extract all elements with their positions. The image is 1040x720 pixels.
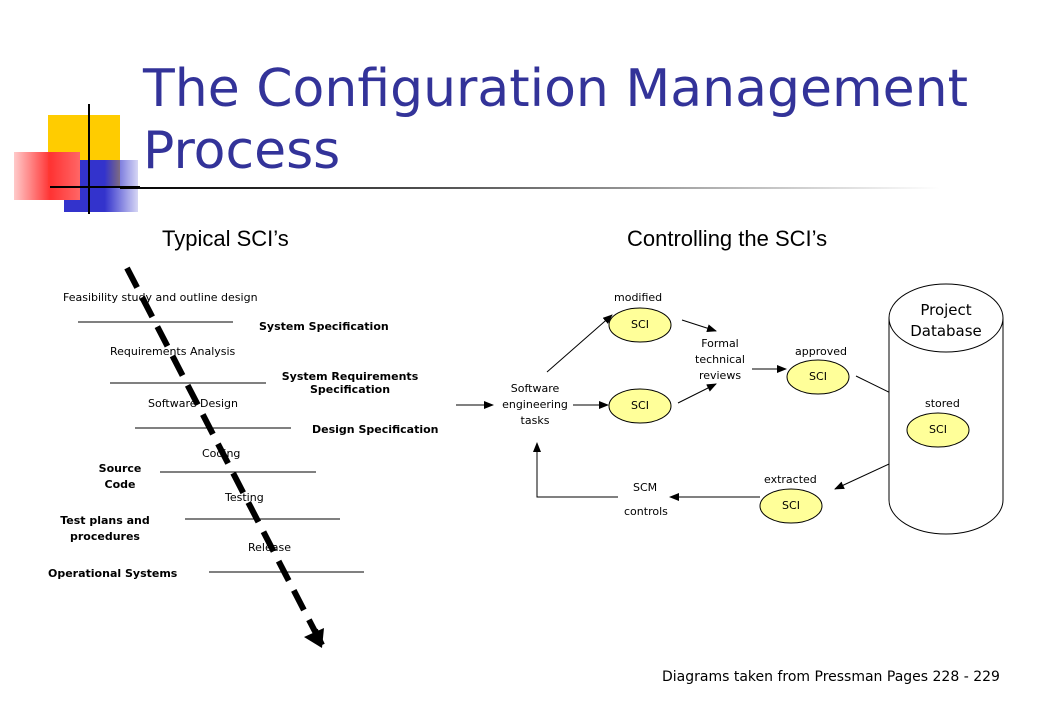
phase-feasibility: Feasibility study and outline design — [63, 291, 258, 304]
sci-operational-systems: Operational Systems — [48, 567, 178, 580]
arrow-scm-to-tasks — [533, 442, 618, 498]
arrow-sci-to-ftr-2 — [677, 383, 717, 404]
phase-design: Software Design — [148, 397, 238, 410]
sci-label-modified: SCI — [631, 318, 649, 331]
decor-red-square — [14, 152, 80, 200]
db-label-line2: Database — [910, 322, 982, 340]
se-tasks-line1: Software — [510, 382, 560, 395]
sci-system-requirements-line1: System Requirements — [281, 370, 419, 383]
label-modified: modified — [614, 291, 663, 304]
ftr-line1: Formal — [701, 337, 739, 350]
sci-source-code-line2: Code — [104, 478, 136, 491]
sci-design-specification: Design Specification — [312, 423, 439, 436]
se-tasks-line3: tasks — [520, 414, 550, 427]
label-approved: approved — [795, 345, 847, 358]
title-underline — [120, 187, 940, 189]
decor-vertical-line — [88, 104, 90, 214]
db-label-line1: Project — [920, 301, 972, 319]
decor-horizontal-line — [50, 186, 140, 188]
label-stored: stored — [925, 397, 960, 410]
left-heading: Typical SCI’s — [162, 226, 289, 251]
sci-system-specification: System Specification — [259, 320, 389, 333]
sci-source-code-line1: Source — [98, 462, 142, 475]
arrow-tasks-to-modified — [546, 314, 613, 373]
right-heading: Controlling the SCI’s — [627, 226, 828, 251]
project-database-label: Project Database — [889, 300, 1003, 342]
sci-stored-node — [906, 412, 970, 448]
arrow-sci-to-ftr — [681, 319, 717, 333]
sci-modified-node — [608, 307, 672, 343]
ftr-line3: reviews — [698, 369, 742, 382]
sci-label-approved: SCI — [809, 370, 827, 383]
label-scm: SCM — [633, 481, 658, 494]
sci-test-plans-line2: procedures — [70, 530, 140, 543]
phase-testing: Testing — [225, 491, 264, 504]
sci-approved-node — [786, 359, 850, 395]
sci-source-code: Source Code — [85, 462, 155, 491]
phase-requirements: Requirements Analysis — [110, 345, 236, 358]
sci-test-plans-line1: Test plans and — [60, 514, 150, 527]
label-extracted: extracted — [764, 473, 817, 486]
formal-technical-reviews: Formal technical reviews — [680, 336, 760, 384]
slide-title: The Configuration Management Process — [143, 59, 968, 181]
sci-label-stored: SCI — [929, 423, 947, 436]
waterfall-diagonal — [124, 266, 325, 648]
sci-label: SCI — [631, 399, 649, 412]
sci-label-extracted: SCI — [782, 499, 800, 512]
phase-lines — [78, 321, 364, 573]
ftr-line2: technical — [695, 353, 745, 366]
sci-node — [608, 388, 672, 424]
sci-system-requirements-spec: System Requirements Specification — [270, 370, 430, 396]
se-tasks-line2: engineering — [502, 398, 568, 411]
phase-release: Release — [248, 541, 291, 554]
footer-citation: Diagrams taken from Pressman Pages 228 -… — [662, 669, 1000, 685]
phase-coding: Coding — [202, 447, 241, 460]
sci-extracted-node — [759, 488, 823, 524]
sci-system-requirements-line2: Specification — [309, 383, 391, 396]
software-engineering-tasks: Software engineering tasks — [495, 381, 575, 429]
sci-test-plans: Test plans and procedures — [45, 514, 165, 543]
label-controls: controls — [624, 505, 668, 518]
